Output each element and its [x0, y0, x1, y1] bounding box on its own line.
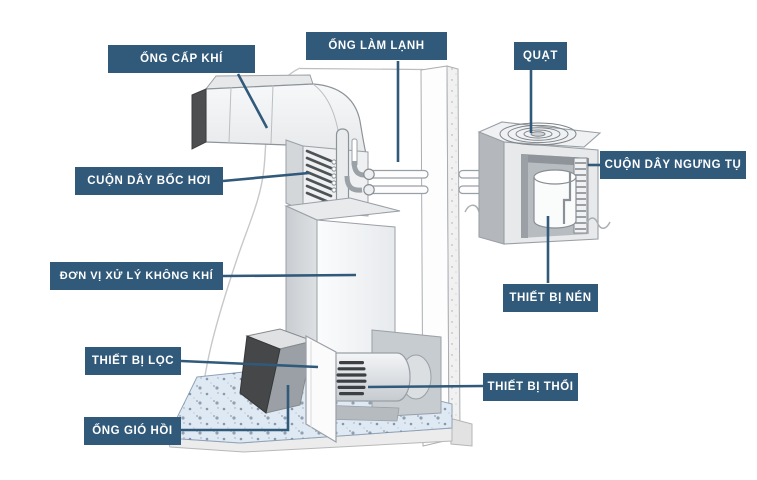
refrigerant-pipes-indoor: [344, 160, 429, 196]
leader-air-handler: [222, 273, 357, 278]
label-return-duct: ỐNG GIÓ HỒI: [84, 417, 181, 445]
label-supply-duct: ỐNG CẤP KHÍ: [108, 45, 255, 73]
filter-shape: [305, 335, 337, 444]
leader-blower: [367, 384, 484, 389]
blower-assembly: [317, 329, 442, 422]
fan-top: [499, 122, 577, 146]
blower-grille: [336, 361, 367, 396]
condenser-coil-shape: [573, 157, 588, 234]
label-condenser-coil: CUỘN DÂY NGƯNG TỤ: [600, 151, 746, 179]
label-cooling-pipe: ỐNG LÀM LẠNH: [306, 32, 447, 60]
duct-opening: [191, 88, 207, 150]
label-fan: QUẠT: [514, 42, 567, 70]
leader-evaporator-coil: [222, 171, 310, 183]
return-duct-shape: [239, 328, 315, 414]
label-air-handling-unit: ĐƠN VỊ XỬ LÝ KHÔNG KHÍ: [50, 262, 223, 290]
outdoor-unit-left: [478, 131, 505, 245]
compressor-shape: [533, 169, 577, 229]
leader-lines: [180, 61, 600, 432]
leader-return-duct: [181, 385, 290, 432]
outdoor-unit: [464, 121, 611, 245]
label-blower: THIẾT BỊ THỔI: [483, 373, 578, 401]
leader-filter: [180, 359, 319, 369]
wire-right: [585, 217, 611, 229]
wire-left: [464, 204, 480, 213]
label-compressor: THIẾT BỊ NÉN: [503, 284, 598, 312]
label-filter: THIẾT BỊ LỌC: [85, 347, 181, 375]
label-evaporator-coil: CUỘN DÂY BỐC HƠI: [75, 167, 223, 195]
leader-supply-duct: [236, 73, 269, 129]
